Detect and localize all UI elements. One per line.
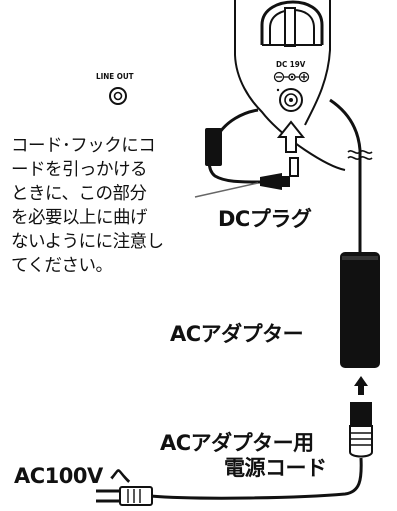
ac-cord-label-line1: ACアダプター用 bbox=[160, 431, 314, 455]
caution-note-line: を必要以上に曲げ bbox=[11, 208, 147, 228]
dc-jack-icon bbox=[276, 88, 303, 112]
ac-cord-connector-icon bbox=[349, 402, 373, 458]
panel-outline bbox=[234, 0, 346, 171]
adapter-output-cable bbox=[329, 98, 362, 255]
line-out-label: LINE OUT bbox=[96, 72, 134, 81]
ac-adapter-body bbox=[340, 252, 380, 368]
caution-note-line: ードを引っかける bbox=[11, 160, 147, 180]
dc-plug-icon bbox=[260, 157, 299, 190]
caution-note-line: てください。 bbox=[11, 256, 113, 276]
polarity-symbol-icon bbox=[273, 71, 310, 83]
caution-note-line: コード･フックにコ bbox=[11, 136, 156, 156]
cable-break-icon bbox=[347, 150, 373, 160]
dc-plug-label: DCプラグ bbox=[218, 207, 312, 231]
caution-note-line: ないようにに注意し bbox=[11, 232, 164, 252]
ferrite-core bbox=[205, 128, 222, 166]
panel-outline-right bbox=[304, 0, 331, 126]
ac-plug-icon bbox=[96, 486, 153, 506]
ac-cord bbox=[149, 457, 363, 500]
dc-19v-label: DC 19V bbox=[276, 60, 306, 69]
ac-outlet-label: AC100V へ bbox=[14, 464, 131, 488]
insert-arrow-icon bbox=[276, 120, 306, 153]
note-leader-line bbox=[194, 182, 259, 198]
line-out-jack-icon bbox=[109, 87, 127, 105]
ac-adapter-label: ACアダプター bbox=[170, 322, 304, 346]
caution-note: コード･フックにコ ードを引っかける ときに、この部分 を必要以上に曲げ ないよ… bbox=[11, 134, 164, 278]
cord-hook-icon bbox=[260, 0, 324, 47]
ac-cord-label-line2: 電源コード bbox=[224, 456, 327, 480]
adapter-connect-arrow-icon bbox=[354, 376, 368, 395]
caution-note-line: ときに、この部分 bbox=[11, 184, 147, 204]
